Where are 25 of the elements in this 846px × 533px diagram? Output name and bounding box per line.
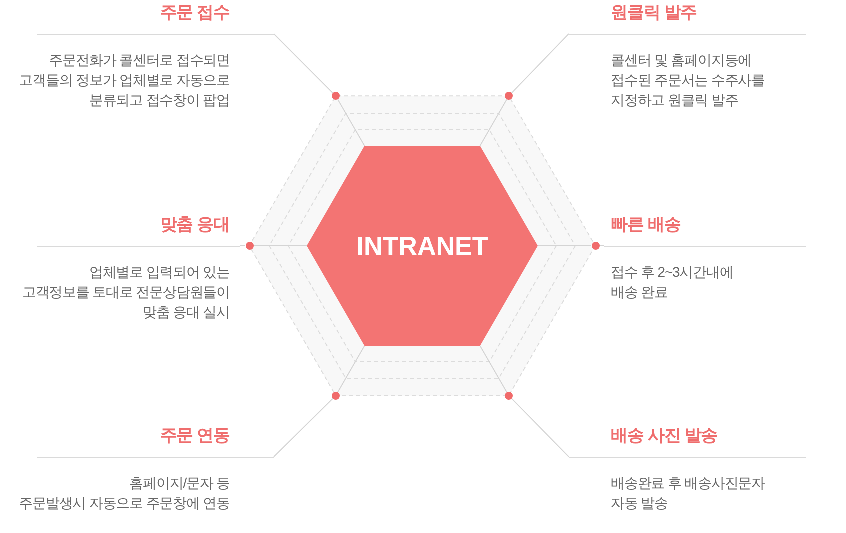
- leader-line: [480, 99, 508, 146]
- callout-text: 배송완료 후 배송사진문자 자동 발송: [611, 474, 765, 513]
- hexagon-title: INTRANET: [356, 230, 488, 261]
- callout-heading: 원클릭 발주: [611, 2, 698, 24]
- hexagon: [307, 146, 538, 346]
- leader-line: [511, 398, 570, 458]
- callout-text: 콜센터 및 홈페이지등에 접수된 주문서는 수주사를 지정하고 원클릭 발주: [611, 51, 765, 110]
- callout-heading: 주문 연동: [160, 425, 230, 447]
- callout-heading: 배송 사진 발송: [611, 425, 718, 447]
- callout-text: 업체별로 입력되어 있는 고객정보를 토대로 전문상담원들이 맞춤 응대 실시: [22, 263, 230, 322]
- callout-text: 접수 후 2~3시간내에 배송 완료: [611, 263, 734, 302]
- dot-icon: [505, 92, 513, 100]
- leader-line: [511, 34, 570, 94]
- dot-icon: [332, 92, 340, 100]
- callout-text: 홈페이지/문자 등 주문발생시 자동으로 주문창에 연동: [19, 474, 230, 513]
- callout-heading: 주문 접수: [160, 2, 230, 24]
- leader-line: [480, 346, 508, 393]
- leader-line: [274, 34, 334, 94]
- leader-line: [274, 398, 334, 458]
- dot-icon: [246, 242, 254, 250]
- callout-heading: 빠른 배송: [611, 214, 681, 236]
- leader-line: [338, 346, 366, 393]
- callout-text: 주문전화가 콜센터로 접수되면 고객들의 정보가 업체별로 자동으로 분류되고 접수창이 팝업: [19, 51, 230, 110]
- callout-heading: 맞춤 응대: [160, 214, 230, 236]
- leader-line: [338, 99, 366, 146]
